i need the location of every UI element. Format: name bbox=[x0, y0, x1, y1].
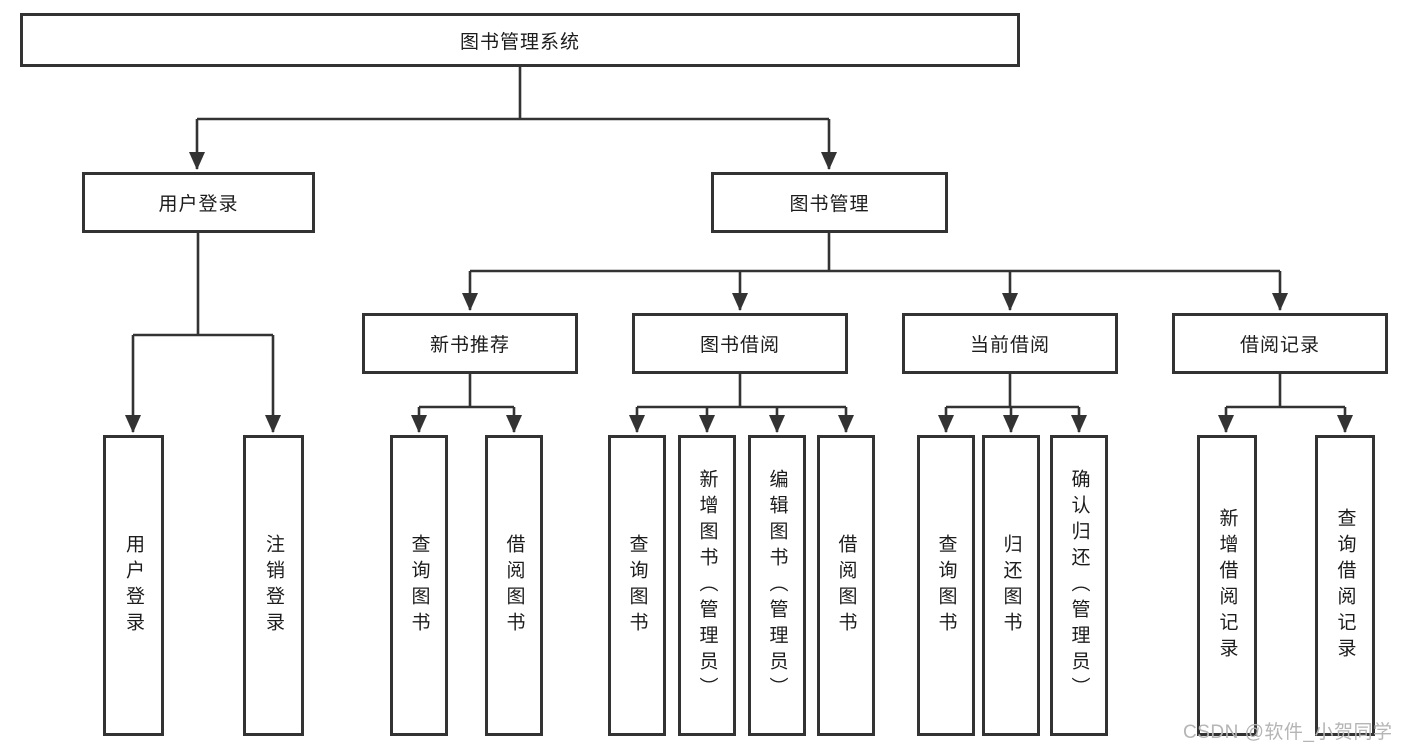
node-user-login: 用户登录 bbox=[82, 172, 315, 233]
connector-borrow-records-rail bbox=[1226, 374, 1345, 409]
leaf-br-add-record: 新增借阅记录 bbox=[1197, 435, 1257, 736]
connector-new-book-rail bbox=[419, 374, 514, 409]
node-borrow-records-label: 借阅记录 bbox=[1239, 335, 1320, 356]
leaf-bb-query-books-label: 查询图书 bbox=[626, 533, 648, 638]
node-current-borrow-label: 当前借阅 bbox=[969, 335, 1050, 356]
node-current-borrow: 当前借阅 bbox=[902, 313, 1118, 374]
connector-book-management-rail bbox=[470, 232, 1280, 273]
leaf-br-query-record-label: 查询借阅记录 bbox=[1334, 507, 1356, 664]
leaf-cb-confirm-return-admin-label: 确认归还（管理员） bbox=[1068, 468, 1090, 703]
connector-user-login-rail bbox=[133, 232, 273, 337]
connector-current-borrow-rail bbox=[946, 374, 1079, 409]
node-book-borrow: 图书借阅 bbox=[632, 313, 848, 374]
leaf-user-login-label: 用户登录 bbox=[123, 533, 144, 638]
leaf-nb-query-books: 查询图书 bbox=[390, 435, 448, 736]
leaf-cb-confirm-return-admin: 确认归还（管理员） bbox=[1050, 435, 1108, 736]
node-book-management: 图书管理 bbox=[711, 172, 948, 233]
leaf-bb-borrow-books-label: 借阅图书 bbox=[835, 533, 857, 638]
node-user-login-label: 用户登录 bbox=[158, 194, 239, 215]
leaf-cb-return-books: 归还图书 bbox=[982, 435, 1040, 736]
leaf-nb-borrow-books-label: 借阅图书 bbox=[503, 533, 525, 638]
leaf-user-login: 用户登录 bbox=[103, 435, 164, 736]
leaf-br-add-record-label: 新增借阅记录 bbox=[1216, 507, 1238, 664]
leaf-cb-query-books: 查询图书 bbox=[917, 435, 975, 736]
node-borrow-records: 借阅记录 bbox=[1172, 313, 1388, 374]
leaf-br-query-record: 查询借阅记录 bbox=[1315, 435, 1375, 736]
node-new-book-recommend-label: 新书推荐 bbox=[429, 335, 510, 356]
leaf-bb-query-books: 查询图书 bbox=[608, 435, 666, 736]
leaf-bb-edit-books-admin-label: 编辑图书（管理员） bbox=[766, 468, 788, 703]
node-book-management-label: 图书管理 bbox=[789, 194, 870, 215]
leaf-logout: 注销登录 bbox=[243, 435, 304, 736]
leaf-bb-borrow-books: 借阅图书 bbox=[817, 435, 875, 736]
leaf-cb-return-books-label: 归还图书 bbox=[1000, 533, 1022, 638]
leaf-bb-add-books-admin-label: 新增图书（管理员） bbox=[696, 468, 718, 703]
node-book-borrow-label: 图书借阅 bbox=[699, 335, 780, 356]
leaf-cb-query-books-label: 查询图书 bbox=[935, 533, 957, 638]
csdn-watermark: CSDN @软件_小贺同学 bbox=[1183, 722, 1393, 743]
connector-book-borrow-rail bbox=[637, 374, 846, 409]
leaf-bb-edit-books-admin: 编辑图书（管理员） bbox=[748, 435, 806, 736]
connector-root-rail bbox=[197, 67, 829, 121]
node-root-label: 图书管理系统 bbox=[459, 31, 580, 53]
leaf-bb-add-books-admin: 新增图书（管理员） bbox=[678, 435, 736, 736]
leaf-nb-borrow-books: 借阅图书 bbox=[485, 435, 543, 736]
node-root: 图书管理系统 bbox=[20, 13, 1020, 67]
leaf-logout-label: 注销登录 bbox=[263, 533, 284, 638]
node-new-book-recommend: 新书推荐 bbox=[362, 313, 578, 374]
leaf-nb-query-books-label: 查询图书 bbox=[408, 533, 430, 638]
